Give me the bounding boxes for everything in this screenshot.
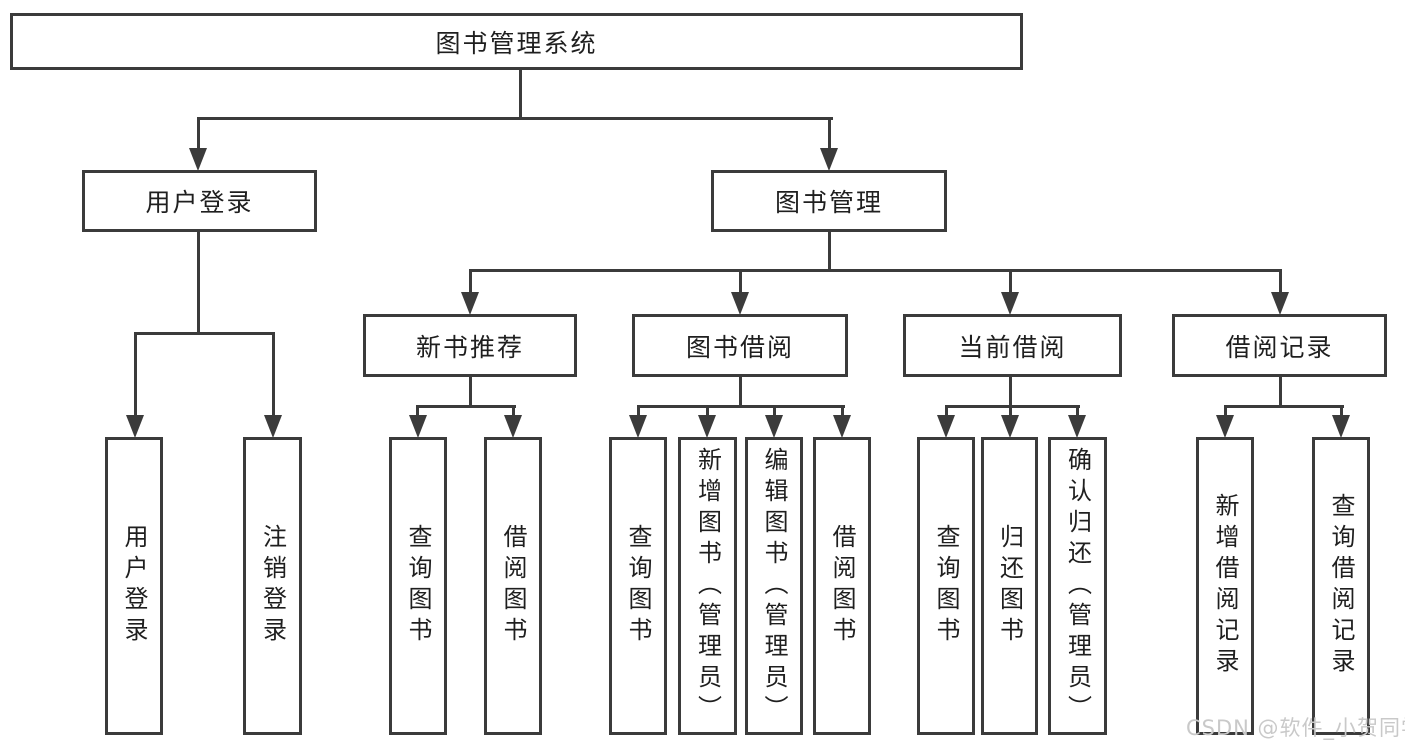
arrow-down-icon xyxy=(126,415,144,438)
connector-bb-leaf3-stem xyxy=(773,405,776,417)
leaf-cb-query-book: 查询图书 xyxy=(917,437,975,735)
connector-rec-leaf1-stem xyxy=(416,405,419,417)
connector-login-leaf1-stem xyxy=(134,332,137,415)
connector-level2-hbar xyxy=(197,117,833,120)
connector-br-stem xyxy=(1279,377,1282,408)
arrow-down-icon xyxy=(189,148,207,171)
node-book-management: 图书管理 xyxy=(711,170,947,232)
arrow-down-icon xyxy=(765,415,783,438)
connector-rec-leaf2-stem xyxy=(512,405,515,417)
csdn-watermark: CSDN @软件_小贺同学 xyxy=(1186,716,1405,740)
arrow-down-icon xyxy=(731,292,749,315)
leaf-bb-add-book-admin: 新增图书（管理员） xyxy=(678,437,737,735)
arrow-down-icon xyxy=(820,148,838,171)
leaf-br-add-record: 新增借阅记录 xyxy=(1196,437,1254,735)
leaf-bb-borrow-book: 借阅图书 xyxy=(813,437,871,735)
connector-root-stem xyxy=(519,70,522,120)
arrow-down-icon xyxy=(264,415,282,438)
arrow-down-icon xyxy=(629,415,647,438)
leaf-cb-return-book: 归还图书 xyxy=(981,437,1038,735)
connector-login-leaf2-stem xyxy=(272,332,275,415)
node-user-login: 用户登录 xyxy=(82,170,317,232)
connector-br-leaf2-stem xyxy=(1340,405,1343,417)
connector-cb-leaf3-stem xyxy=(1076,405,1079,417)
leaf-user-login: 用户登录 xyxy=(105,437,163,735)
arrow-down-icon xyxy=(461,292,479,315)
leaf-rec-query-book: 查询图书 xyxy=(389,437,447,735)
connector-level3-stem-cb xyxy=(1009,269,1012,292)
connector-login-stem xyxy=(197,232,200,335)
node-borrow-records: 借阅记录 xyxy=(1172,314,1387,377)
connector-br-leaf1-stem xyxy=(1224,405,1227,417)
connector-bb-leaf2-stem xyxy=(706,405,709,417)
connector-level3-stem-br xyxy=(1279,269,1282,292)
connector-mgmt-stem xyxy=(828,232,831,272)
arrow-down-icon xyxy=(504,415,522,438)
connector-level3-stem-rec xyxy=(469,269,472,292)
arrow-down-icon xyxy=(1001,292,1019,315)
leaf-cb-confirm-return-admin: 确认归还（管理员） xyxy=(1048,437,1107,735)
connector-bb-stem xyxy=(739,377,742,408)
connector-cb-hbar xyxy=(945,405,1080,408)
arrow-down-icon xyxy=(698,415,716,438)
connector-level3-stem-bb xyxy=(739,269,742,292)
leaf-br-query-record: 查询借阅记录 xyxy=(1312,437,1370,735)
leaf-rec-borrow-book: 借阅图书 xyxy=(484,437,542,735)
leaf-bb-query-book: 查询图书 xyxy=(609,437,667,735)
node-new-book-recommend: 新书推荐 xyxy=(363,314,577,377)
arrow-down-icon xyxy=(1216,415,1234,438)
connector-br-hbar xyxy=(1224,405,1344,408)
arrow-down-icon xyxy=(833,415,851,438)
arrow-down-icon xyxy=(1068,415,1086,438)
arrow-down-icon xyxy=(1001,415,1019,438)
connector-bb-leaf1-stem xyxy=(637,405,640,417)
connector-rec-hbar xyxy=(416,405,516,408)
connector-bb-hbar xyxy=(637,405,845,408)
connector-cb-leaf2-stem xyxy=(1009,405,1012,417)
node-root-system: 图书管理系统 xyxy=(10,13,1023,70)
connector-rec-stem xyxy=(469,377,472,408)
leaf-logout: 注销登录 xyxy=(243,437,302,735)
connector-level3-hbar xyxy=(469,269,1282,272)
connector-bb-leaf4-stem xyxy=(841,405,844,417)
leaf-bb-edit-book-admin: 编辑图书（管理员） xyxy=(745,437,803,735)
arrow-down-icon xyxy=(1271,292,1289,315)
connector-cb-leaf1-stem xyxy=(945,405,948,417)
connector-level2-stem-mgmt xyxy=(828,117,831,148)
node-current-borrow: 当前借阅 xyxy=(903,314,1122,377)
node-book-borrow: 图书借阅 xyxy=(632,314,848,377)
arrow-down-icon xyxy=(937,415,955,438)
connector-cb-stem xyxy=(1009,377,1012,408)
connector-login-hbar xyxy=(134,332,275,335)
connector-level2-stem-login xyxy=(197,117,200,148)
arrow-down-icon xyxy=(1332,415,1350,438)
arrow-down-icon xyxy=(409,415,427,438)
